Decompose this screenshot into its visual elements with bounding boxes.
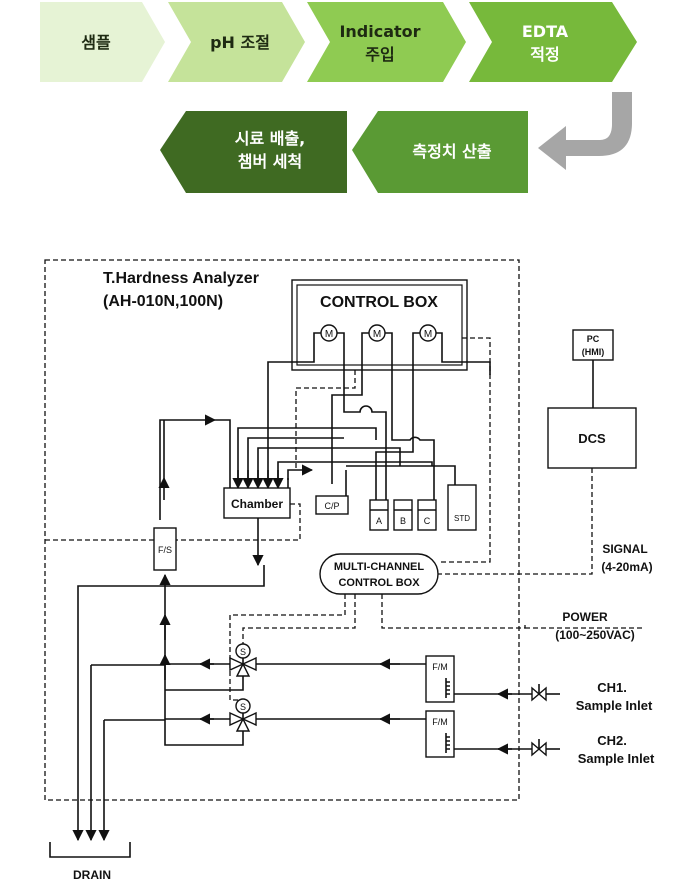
ch2-label2: Sample Inlet [578,751,655,766]
svg-text:A: A [376,516,382,526]
drain-label: DRAIN [73,868,111,882]
svg-text:M: M [373,329,381,340]
power-label2: (100~250VAC) [555,628,635,642]
flow-step-indicator: Indicator 주입 [307,2,466,82]
flow-step-edta-label1: EDTA [522,22,569,41]
svg-text:C/P: C/P [324,501,339,511]
chamber-label: Chamber [231,497,283,511]
svg-text:STD: STD [454,514,470,523]
flow-meter-1: F/M [425,655,455,703]
flow-step-drain-wash-label1: 시료 배출, [235,129,306,148]
flow-step-sample-label: 샘플 [81,33,111,52]
svg-text:S: S [240,702,246,712]
svg-text:M: M [325,329,333,340]
flow-switch [153,527,177,571]
return-arrow-icon [538,92,632,170]
multi-channel-label1: MULTI-CHANNEL [334,561,425,573]
flow-step-indicator-label1: Indicator [339,22,420,41]
flow-meter-2: F/M [425,710,455,758]
svg-text:F/M: F/M [432,717,448,727]
std-bottle: STD [447,484,477,531]
analyzer-title-1: T.Hardness Analyzer [103,270,259,287]
inlet-valve-1 [531,684,547,702]
flow-step-calc: 측정치 산출 [352,111,528,193]
flow-step-drain-wash: 시료 배출, 챔버 세척 [160,111,347,193]
solenoid-valve-1: S [229,643,257,677]
multi-channel-control-box: MULTI-CHANNEL CONTROL BOX [319,553,439,595]
analyzer-enclosure [44,259,520,801]
pc-hmi: PC (HMI) [572,329,614,361]
ch1-label1: CH1. [597,680,627,695]
dcs-box: DCS [547,407,637,469]
flow-step-sample: 샘플 [40,2,165,82]
reagent-bottle-a: A [369,499,389,531]
svg-text:PC: PC [587,334,600,344]
reagent-bottle-c: C [417,499,437,531]
svg-text:DCS: DCS [578,431,606,446]
inlet-valve-2 [531,739,547,757]
svg-text:B: B [400,516,406,526]
svg-text:F/M: F/M [432,662,448,672]
drain-tray [49,842,131,858]
analyzer-title-2: (AH-010N,100N) [103,293,223,310]
motor-icon: M [368,324,386,342]
chamber [223,487,291,519]
svg-text:M: M [424,329,432,340]
flow-step-indicator-label2: 주입 [365,45,394,64]
power-label1: POWER [562,610,608,624]
cp-box [315,495,349,515]
flow-step-calc-label: 측정치 산출 [412,142,491,161]
motor-icon: M [320,324,338,342]
reagent-bottle-b: B [393,499,413,531]
solenoid-valve-2: S [229,698,257,732]
multi-channel-label2: CONTROL BOX [338,577,420,589]
signal-label1: SIGNAL [602,542,647,556]
svg-text:(HMI): (HMI) [582,347,605,357]
svg-text:S: S [240,647,246,657]
signal-label2: (4-20mA) [601,560,652,574]
flow-step-edta: EDTA 적정 [469,2,637,82]
flow-step-ph: pH 조절 [168,2,305,82]
flow-step-ph-label: pH 조절 [210,33,270,52]
svg-text:C: C [424,516,431,526]
control-box-label: CONTROL BOX [320,294,438,311]
flow-step-drain-wash-label2: 챔버 세척 [238,152,302,171]
svg-text:F/S: F/S [158,545,172,555]
motor-icon: M [419,324,437,342]
ch2-label1: CH2. [597,733,627,748]
flow-step-edta-label2: 적정 [530,45,559,64]
ch1-label2: Sample Inlet [576,698,653,713]
